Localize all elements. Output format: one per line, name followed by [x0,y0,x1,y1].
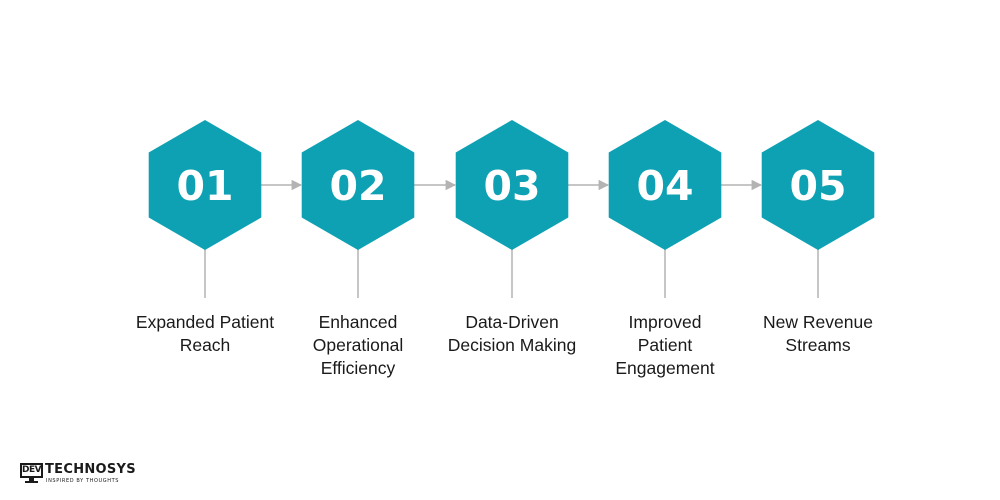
step-1-number: 01 [176,162,233,210]
step-2-number: 02 [329,162,386,210]
step-4-label-line: Patient [637,335,693,355]
step-1-label-line: Expanded Patient [135,312,275,332]
step-1-badge: 01 [148,120,262,250]
step-4-label-line: Improved [628,312,702,332]
step-1-hexagon [148,120,262,250]
step-5-label-line: Streams [785,335,851,355]
step-2-badge: 02 [301,120,415,250]
step-4-number: 04 [636,162,693,210]
logo-tagline: INSPIRED BY THOUGHTS [46,478,120,484]
monitor-stand-icon [29,478,34,481]
step-3-label-line: Data-Driven [465,312,559,332]
step-3-badge: 03 [455,120,569,250]
step-5-label-line: New Revenue [763,312,873,332]
monitor-base-icon [25,481,38,483]
step-3-hexagon [455,120,569,250]
logo-name: TECHNOSYS [45,462,136,477]
step-4-badge: 04 [608,120,722,250]
step-5-badge: 05 [761,120,875,250]
monitor-logo-icon: DEV [20,463,43,478]
step-2-label-line: Enhanced [318,312,398,332]
step-5-number: 05 [789,162,846,210]
connectors-layer [204,179,819,298]
step-3-label-line: Decision Making [447,335,577,355]
step-2-label-line: Efficiency [320,358,396,378]
step-2-hexagon [301,120,415,250]
step-3-number: 03 [483,162,540,210]
step-4-label-line: Engagement [615,358,715,378]
step-4-hexagon [608,120,722,250]
company-logo: DEV TECHNOSYS INSPIRED BY THOUGHTS [20,462,136,487]
step-1-label-line: Reach [179,335,231,355]
step-5-hexagon [761,120,875,250]
hexagons-layer: 01 02 03 04 05 [148,120,875,250]
step-2-label-line: Operational [312,335,404,355]
